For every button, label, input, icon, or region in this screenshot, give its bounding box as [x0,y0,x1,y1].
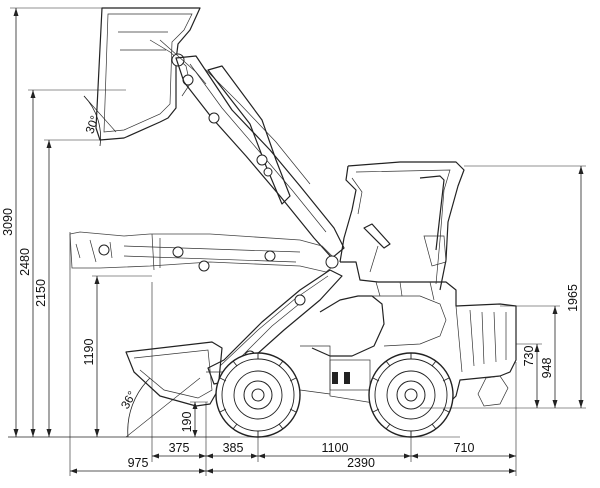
dimension-front-overhang: 385 [206,441,258,459]
dimension-max-height: 3090 [1,8,19,437]
label-cab-height: 1965 [566,284,580,312]
dimension-engine-height: 948 [540,306,558,408]
rear-wheel [368,352,454,438]
dimension-arm-level-height: 1190 [82,276,100,437]
front-wheel [215,352,301,438]
label-bucket-hinge-height: 2480 [18,248,32,276]
label-rollback-angle: 36° [118,388,139,411]
dimension-rear-overhang: 710 [411,441,516,459]
dimension-machine-length: 2390 [206,456,516,474]
dimension-bucket-extension: 975 [70,456,206,474]
horizontal-dimensions: 375 385 1100 710 975 [69,270,517,476]
loader-machine [69,7,517,438]
label-engine-height: 948 [540,358,554,379]
dimension-dig-depth: 190 [180,402,198,437]
label-wheelbase: 1100 [322,441,349,455]
cab-frame [339,161,465,291]
raised-bucket [95,7,207,141]
label-dump-angle: 30° [83,114,102,136]
dimension-hood-height: 730 [522,344,540,408]
label-rear-overhang: 710 [454,441,475,455]
dimension-cab-height: 1965 [566,166,584,408]
dimension-dump-height: 2150 [34,140,52,437]
label-hood-height: 730 [522,346,536,367]
dimension-wheelbase: 1100 [258,441,411,459]
label-max-height: 3090 [1,208,15,236]
chassis-body [299,261,517,407]
label-bucket-reach: 375 [169,441,190,455]
label-front-overhang: 385 [223,441,244,455]
level-arm [69,231,339,273]
label-dig-depth: 190 [180,412,194,433]
right-vertical-dimensions: 1965 948 730 [420,165,586,409]
raised-lift-arm [175,55,345,259]
left-vertical-dimensions: 3090 2480 2150 1190 190 [1,7,230,438]
label-dump-height: 2150 [34,279,48,307]
dimension-bucket-hinge-height: 2480 [18,90,36,437]
dimension-bucket-reach: 375 [152,441,206,459]
label-machine-length: 2390 [347,456,375,470]
dump-angle-dimension: 30° [83,95,117,147]
label-bucket-extension: 975 [128,456,149,470]
label-arm-level-height: 1190 [82,339,96,366]
